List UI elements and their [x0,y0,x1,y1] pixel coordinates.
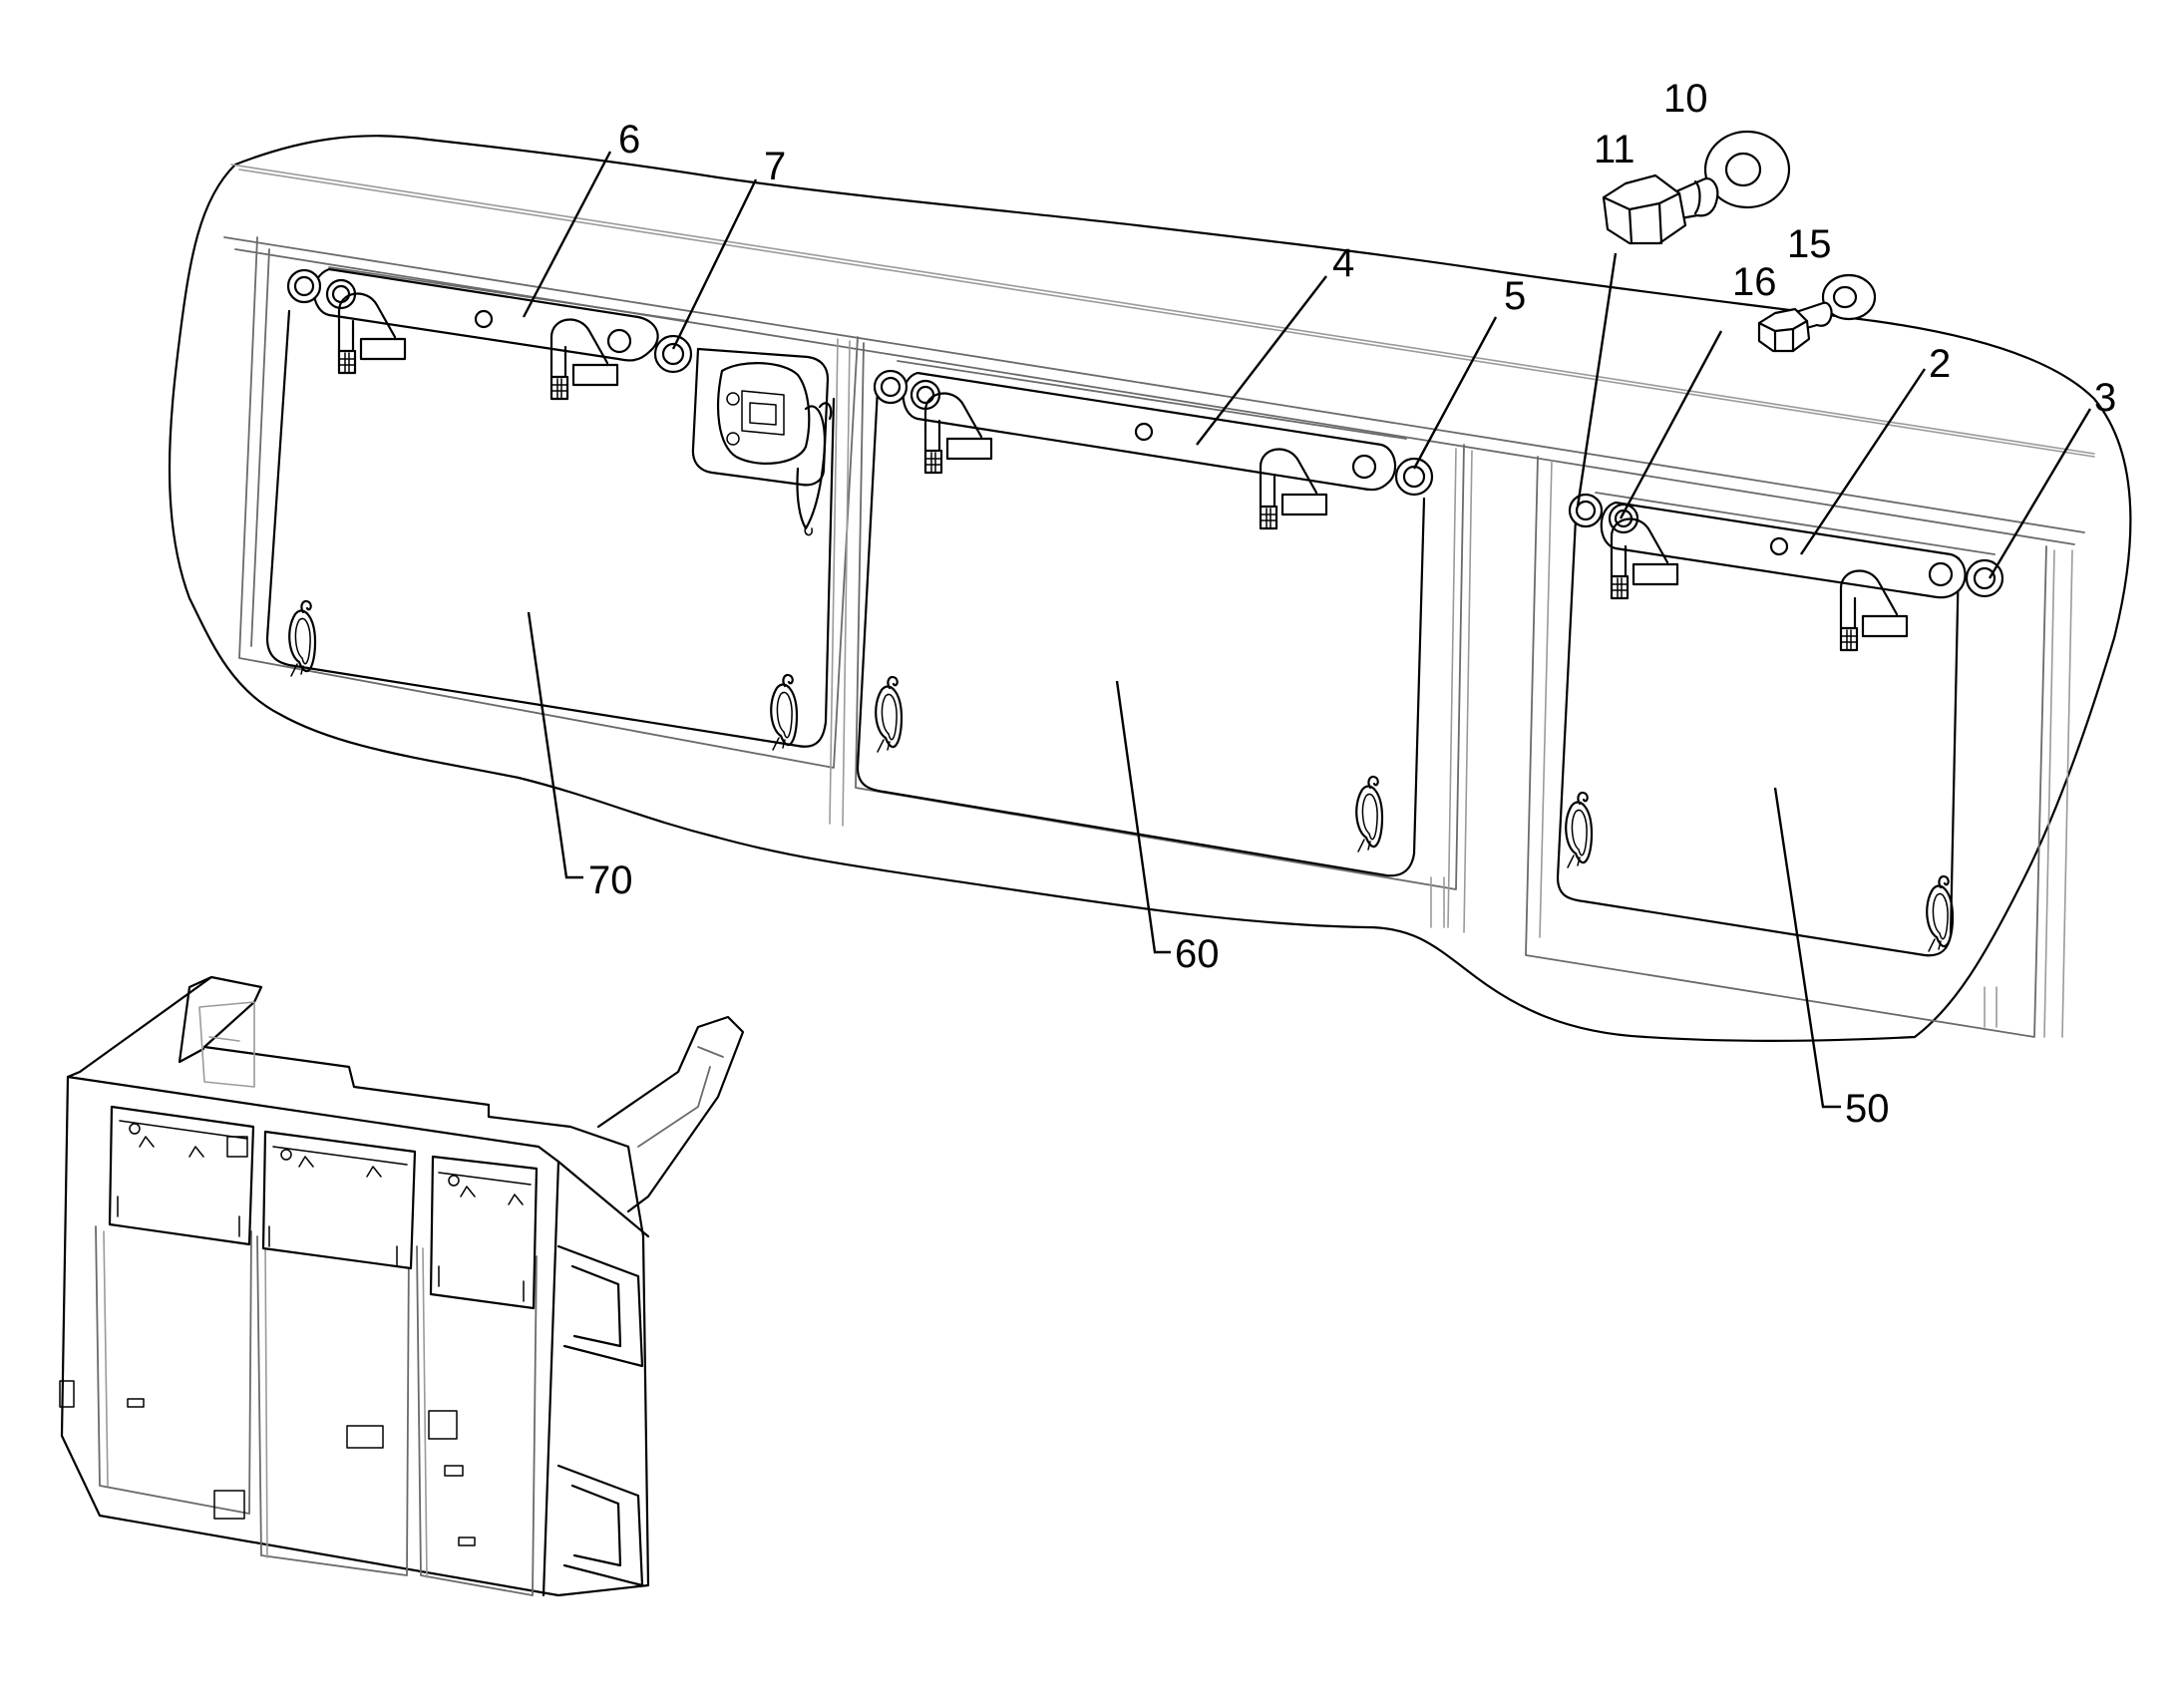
bolt-11 [1602,173,1719,245]
callout-70: 70 [588,858,633,902]
washer-15 [1821,273,1877,321]
callout-10: 10 [1663,77,1708,121]
panel-50 [1556,492,1996,957]
callout-50: 50 [1845,1087,1890,1131]
rail-joint-5 [1394,457,1434,497]
callout-11: 11 [1594,128,1635,171]
washer-10 [1703,130,1791,209]
callout-15: 15 [1787,222,1832,266]
callout-16: 16 [1732,260,1777,304]
callout-3: 3 [2094,376,2116,420]
panel-70 [265,266,836,752]
callouts: 6 7 4 5 10 11 15 16 2 3 70 60 50 [522,77,2116,1131]
callout-4: 4 [1332,241,1354,285]
callout-7: 7 [764,145,786,188]
detail-view [168,130,2132,1042]
callout-2: 2 [1929,342,1951,386]
callout-6: 6 [618,118,640,162]
switch-box [691,347,833,536]
callout-5: 5 [1504,274,1526,318]
bolt-16 [1757,301,1833,353]
detail-cloud-outline [168,135,2132,1042]
callout-60: 60 [1175,932,1220,976]
rail-joint-7 [653,334,693,374]
overview-cabinet [59,975,745,1597]
panel-60 [856,360,1426,877]
